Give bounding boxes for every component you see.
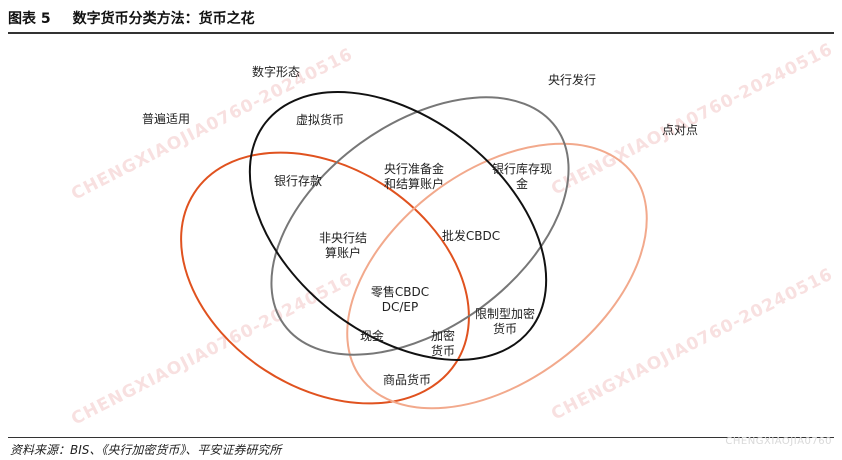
footer-rule: [8, 437, 834, 438]
set-label-digital-form: 数字形态: [252, 64, 300, 79]
region-label-line: DC/EP: [382, 300, 418, 314]
watermark-top-right: CHENGXIAOJIA0760-20240516: [548, 39, 836, 199]
region-label-line: 限制型加密: [475, 306, 535, 321]
set-label-peer-to-peer: 点对点: [662, 123, 698, 137]
watermark-bottom-right: CHENGXIAOJIA0760-20240516: [548, 264, 836, 424]
region-label-line: 银行库存现: [492, 161, 552, 176]
region-label-line: 商品货币: [383, 372, 431, 387]
region-label-line: 央行准备金: [384, 161, 444, 176]
ellipse-universal: [180, 151, 470, 405]
corner-watermark: CHENGXIAOJIA0760: [725, 436, 832, 447]
region-label-line: 非央行结: [319, 231, 367, 245]
region-label-line: 货币: [431, 343, 455, 358]
region-wholesale-cbdc: 批发CBDC: [442, 228, 500, 243]
watermark-bottom-left: CHENGXIAOJIA0760-20240516: [68, 269, 356, 429]
region-label-line: 零售CBDC: [371, 284, 429, 299]
region-label-line: 加密: [431, 328, 455, 343]
region-crypto-currency: 加密货币: [431, 328, 455, 358]
figure-header: 图表 5 数字货币分类方法：货币之花: [8, 4, 834, 32]
region-restricted-crypto: 限制型加密货币: [475, 306, 535, 336]
region-central-bank-reserves: 央行准备金和结算账户: [384, 161, 444, 191]
region-label-line: 虚拟货币: [296, 112, 344, 127]
region-bank-vault-cash: 银行库存现金: [492, 161, 552, 191]
region-virtual-currency: 虚拟货币: [296, 112, 344, 127]
region-label-line: 现金: [360, 328, 384, 343]
ellipse-peer-to-peer: [346, 142, 648, 410]
region-label-line: 算账户: [325, 245, 361, 260]
region-bank-deposits: 银行存款: [274, 174, 322, 188]
figure-title: 数字货币分类方法：货币之花: [72, 11, 255, 27]
region-label-line: 货币: [493, 321, 517, 336]
header-rule: [8, 32, 834, 34]
ellipse-central-bank: [270, 96, 570, 356]
set-label-universal: 普遍适用: [142, 112, 190, 126]
region-label-line: 银行存款: [274, 174, 322, 188]
region-cash: 现金: [360, 328, 384, 343]
region-commodity-money: 商品货币: [383, 372, 431, 387]
region-label-line: 和结算账户: [384, 176, 444, 191]
ellipse-digital-form: [248, 91, 548, 361]
source-note: 资料来源：BIS、《央行加密货币》、平安证券研究所: [10, 443, 282, 457]
region-non-cb-settlement: 非央行结算账户: [319, 231, 367, 260]
region-label-line: 批发CBDC: [442, 228, 500, 243]
figure-label: 图表 5: [8, 11, 51, 27]
set-label-central-bank: 央行发行: [548, 72, 596, 87]
region-label-line: 金: [516, 176, 528, 191]
